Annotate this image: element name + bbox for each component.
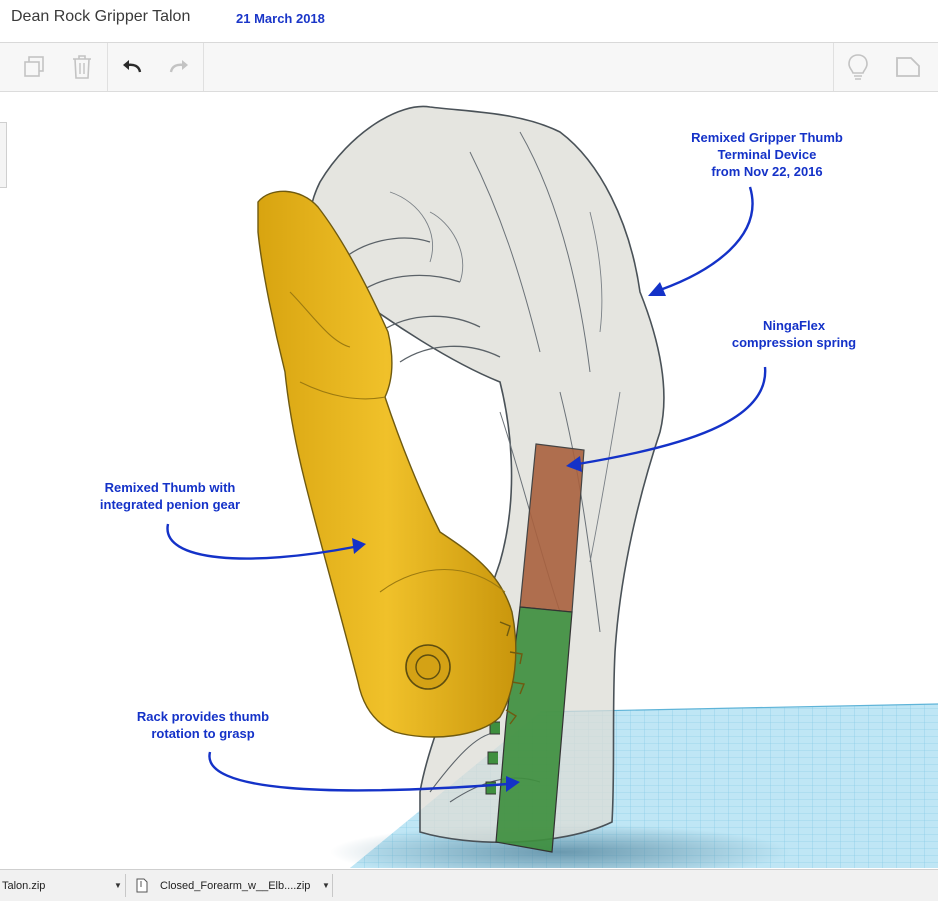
downloads-divider [125,874,126,897]
lightbulb-icon [848,54,868,80]
download-item[interactable]: Closed_Forearm_w__Elb....zip [136,870,316,901]
toolbar-divider [107,43,108,91]
arrow-gripper-thumb [659,186,754,292]
annotation-line: Remixed Thumb with [104,480,236,495]
downloads-bar: Talon.zip ▼ Closed_Forearm_w__Elb....zip… [0,869,938,901]
redo-icon [169,60,188,73]
download-item[interactable]: Talon.zip [2,870,112,901]
dropdown-caret-icon[interactable]: ▼ [114,881,122,890]
title-bar: Dean Rock Gripper Talon 21 March 2018 [0,0,938,43]
file-icon [136,878,148,893]
annotation-gripper-thumb: Remixed Gripper Thumb Terminal Device fr… [672,129,862,180]
annotation-line: integrated penion gear [99,497,241,512]
arrow-spring [577,366,767,466]
copy-button[interactable] [12,43,56,91]
undo-button[interactable] [110,43,154,91]
downloads-divider [332,874,333,897]
annotation-arrowheads [352,282,666,792]
toolbar-divider [203,43,204,91]
hand-gripper-shell [309,105,665,843]
toolbar [0,43,938,92]
workplane-viewport[interactable]: Remixed Gripper Thumb Terminal Device fr… [0,92,938,868]
annotation-line: from Nov 22, 2016 [711,164,823,179]
annotation-thumb-gear: Remixed Thumb with integrated penion gea… [82,479,258,513]
annotation-line: NingaFlex [762,318,826,333]
annotation-arrows [166,186,767,792]
hint-button[interactable] [836,43,880,91]
annotation-line: compression spring [731,335,857,350]
annotation-line: rotation to grasp [151,726,255,741]
toolbar-divider [833,43,834,91]
download-filename: Closed_Forearm_w__Elb....zip [160,879,311,892]
gripper-3d-model [166,105,938,868]
trash-icon [73,55,91,79]
notes-button[interactable] [886,43,930,91]
annotation-line: Rack provides thumb [136,709,270,724]
annotation-line: Remixed Gripper Thumb [691,130,843,145]
redo-button[interactable] [157,43,201,91]
arrow-thumb-gear [166,523,355,560]
download-filename: Talon.zip [2,879,46,892]
arrow-rack [208,751,509,792]
dropdown-caret-icon[interactable]: ▼ [322,881,330,890]
annotation-spring: NingaFlex compression spring [712,317,876,351]
delete-button[interactable] [60,43,104,91]
document-date: 21 March 2018 [236,11,325,26]
undo-icon [123,60,142,73]
thumb-part [257,190,525,738]
notes-icon [896,57,920,77]
copy-icon [24,56,44,77]
side-panel-tab[interactable] [0,122,7,188]
annotation-rack: Rack provides thumb rotation to grasp [118,708,288,742]
document-title[interactable]: Dean Rock Gripper Talon [11,8,191,25]
annotation-line: Terminal Device [717,147,817,162]
